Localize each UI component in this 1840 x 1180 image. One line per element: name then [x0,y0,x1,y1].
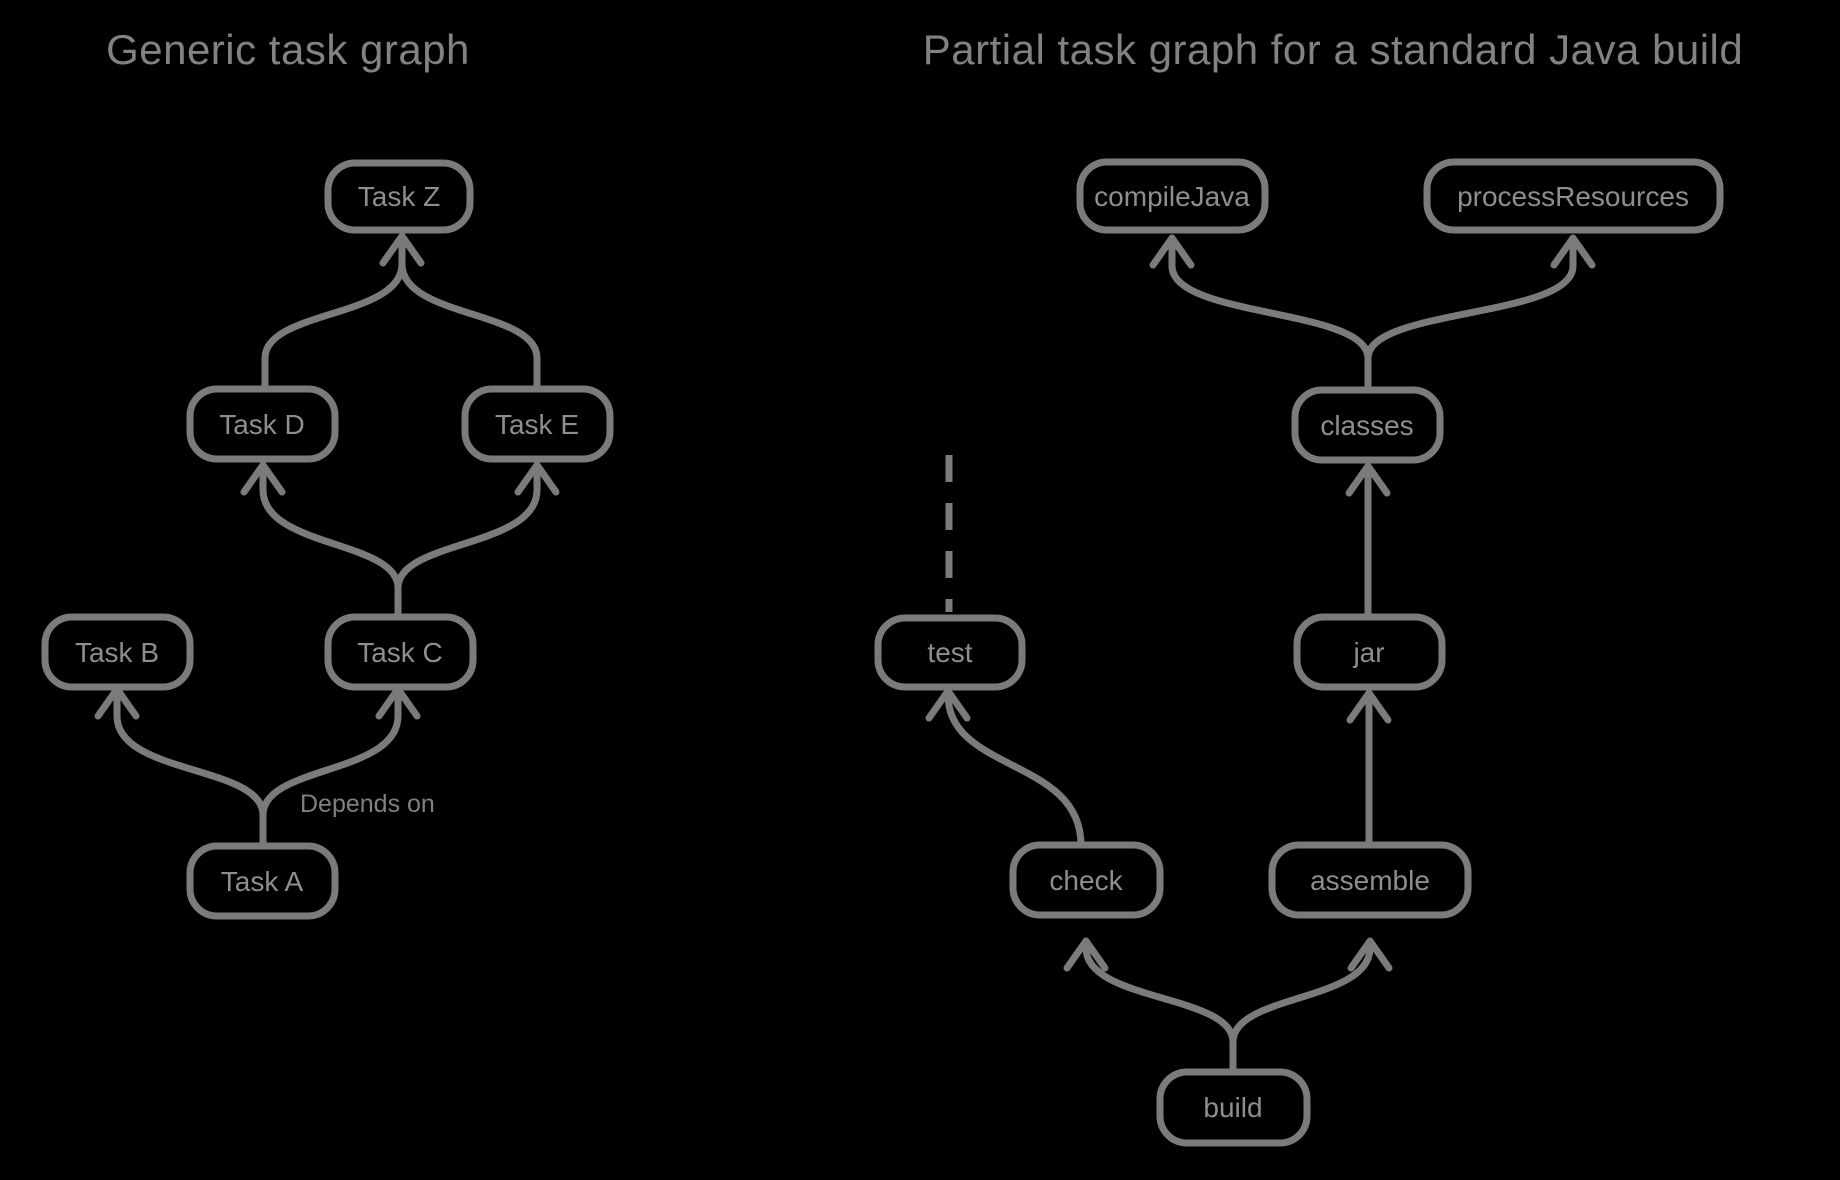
assemble-arrowhead-icon [1347,937,1393,972]
right-diagram-title: Partial task graph for a standard Java b… [923,26,1743,73]
compilejava-label: compileJava [1094,181,1250,212]
edge-build-to-assemble [1229,944,1374,1076]
node-task-d: Task D [186,385,339,463]
classes-box [1291,386,1444,464]
task-e-arrowhead-icon [514,461,560,496]
edge-task-e-to-task-z [398,260,541,393]
depends-on-edge-label: Depends on [300,790,435,818]
task-e-box [461,385,614,463]
node-jar: jar [1293,613,1446,691]
edge-task-c-to-task-e [394,464,541,621]
node-compilejava: compileJava [1076,158,1269,234]
processresources-box [1423,158,1724,234]
node-check: check [1009,841,1164,919]
test-label: test [927,637,972,668]
build-label: build [1203,1092,1262,1123]
task-c-box [324,613,477,691]
edge-task-d-to-task-z [261,236,406,393]
node-task-e: Task E [461,385,614,463]
edge-task-a-to-task-c [259,688,402,850]
task-d-label: Task D [219,409,305,440]
task-b-label: Task B [75,637,159,668]
task-e-label: Task E [495,409,579,440]
assemble-label: assemble [1310,865,1430,896]
check-box [1009,841,1164,919]
jar-label: jar [1352,637,1384,668]
compilejava-box [1076,158,1269,234]
task-z-box [324,159,474,234]
classes-label: classes [1320,410,1413,441]
edge-classes-to-compilejava [1168,238,1372,394]
processresources-label: processResources [1457,181,1689,212]
node-classes: classes [1291,386,1444,464]
edge-task-a-to-task-b [113,688,267,850]
left-diagram-title: Generic task graph [106,26,470,73]
task-a-box [186,842,339,920]
node-task-b: Task B [41,613,194,691]
generic-task-graph-diagram: Generic task graph Depends on Task Z [41,26,614,920]
node-build: build [1156,1068,1311,1147]
task-a-label: Task A [221,866,304,897]
task-z-label: Task Z [358,181,440,212]
node-task-c: Task C [324,613,477,691]
classes-arrowhead-icon [1345,462,1391,497]
edge-build-to-check [1082,944,1237,1076]
jar-arrowhead-icon [1346,689,1392,724]
edge-task-c-to-task-d [259,464,402,621]
task-b-box [41,613,194,691]
java-build-task-graph-diagram: Partial task graph for a standard Java b… [874,26,1743,1147]
task-z-arrowhead-icon [379,232,425,267]
node-task-z: Task Z [324,159,474,234]
processresources-arrowhead-icon [1550,234,1596,269]
task-d-box [186,385,339,463]
build-box [1156,1068,1311,1147]
node-assemble: assemble [1268,841,1472,919]
test-arrowhead-icon [925,687,971,722]
node-processresources: processResources [1423,158,1724,234]
node-task-a: Task A [186,842,339,920]
task-c-label: Task C [357,637,443,668]
task-d-arrowhead-icon [240,461,286,496]
check-arrowhead-icon [1063,937,1109,972]
jar-box [1293,613,1446,691]
test-box [874,614,1026,691]
compilejava-arrowhead-icon [1149,234,1195,269]
check-label: check [1049,865,1123,896]
edge-classes-to-processresources [1364,238,1577,394]
edge-check-to-test [944,691,1085,849]
node-test: test [874,614,1026,691]
assemble-box [1268,841,1472,919]
